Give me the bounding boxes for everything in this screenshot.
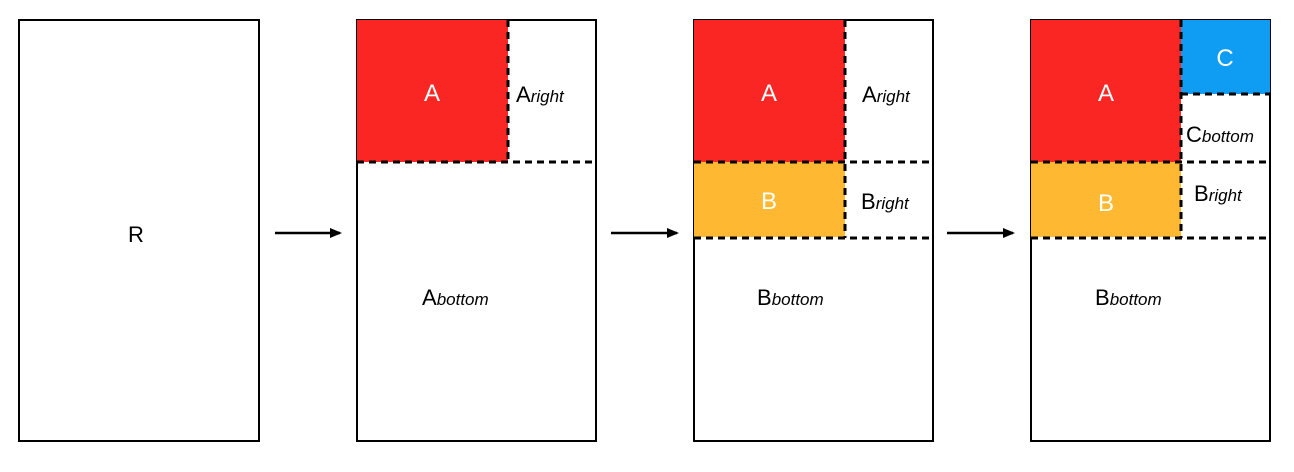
label-c: C xyxy=(1216,45,1233,72)
label-a-right: Aright xyxy=(516,82,565,107)
panel-4: A C Cbottom B Bright Bbottom xyxy=(1030,19,1271,442)
box-a xyxy=(1031,20,1181,162)
panel-3: A Aright B Bright Bbottom xyxy=(693,19,934,442)
panel-1: R xyxy=(18,19,260,442)
label-a-right: Aright xyxy=(862,82,911,107)
label-b-right: Bright xyxy=(861,189,910,214)
label-b: B xyxy=(1098,190,1114,217)
container-r xyxy=(18,19,260,442)
label-a-bottom: Abottom xyxy=(422,285,489,310)
label-c-bottom: Cbottom xyxy=(1186,122,1254,147)
label-a: A xyxy=(761,80,777,107)
label-b-bottom: Bbottom xyxy=(757,285,824,310)
label-b-bottom: Bbottom xyxy=(1095,285,1162,310)
label-b-right: Bright xyxy=(1194,181,1243,206)
label-r: R xyxy=(128,222,144,247)
box-a xyxy=(357,20,508,162)
box-a xyxy=(694,20,845,162)
box-b xyxy=(1031,162,1181,237)
label-b: B xyxy=(761,188,777,215)
box-c xyxy=(1181,20,1270,94)
label-a: A xyxy=(424,80,440,107)
box-b xyxy=(694,162,845,237)
label-a: A xyxy=(1098,80,1114,107)
panel-2: A Aright Abottom xyxy=(356,19,597,442)
